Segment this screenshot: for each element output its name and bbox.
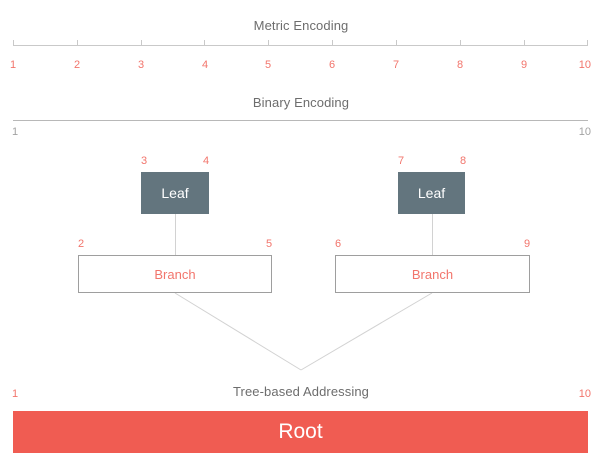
ruler-tick-5 [268,40,269,46]
connector-leaf-right-to-branch-right [432,214,433,255]
node-leaf-left-text: Leaf [161,185,189,201]
binary-label-start: 1 [12,126,19,138]
ruler-tick-10 [587,40,588,46]
metric-label-2: 2 [73,59,81,71]
binary-encoding-line [13,120,588,121]
ruler-tick-1 [13,40,14,46]
ruler-tick-9 [524,40,525,46]
metric-label-4: 4 [201,59,209,71]
leaf-right-label-start: 7 [397,155,405,167]
leaf-left-label-end: 4 [202,155,210,167]
metric-encoding-title: Metric Encoding [253,18,349,33]
metric-label-8: 8 [456,59,464,71]
binary-encoding-title: Binary Encoding [252,95,350,110]
ruler-tick-4 [204,40,205,46]
ruler-tick-2 [77,40,78,46]
root-label-start: 1 [12,388,19,400]
ruler-tick-3 [141,40,142,46]
metric-label-10: 10 [578,59,591,71]
branch-left-label-end: 5 [265,238,273,250]
node-root-text: Root [278,420,323,443]
connector-leaf-left-to-branch-left [175,214,176,255]
node-branch-right[interactable]: Branch [335,255,530,293]
tree-addressing-title: Tree-based Addressing [232,384,370,399]
leaf-left-label-start: 3 [140,155,148,167]
node-branch-left-text: Branch [154,266,196,282]
branch-right-label-start: 6 [334,238,342,250]
ruler-tick-7 [396,40,397,46]
root-label-end: 10 [578,388,591,400]
branch-right-label-end: 9 [523,238,531,250]
metric-label-5: 5 [264,59,272,71]
metric-label-9: 9 [520,59,528,71]
metric-label-1: 1 [10,59,17,71]
node-branch-left[interactable]: Branch [78,255,272,293]
ruler-tick-8 [460,40,461,46]
metric-label-6: 6 [328,59,336,71]
metric-label-3: 3 [137,59,145,71]
node-leaf-right[interactable]: Leaf [398,172,465,214]
node-branch-right-text: Branch [411,266,454,282]
ruler-tick-6 [332,40,333,46]
metric-label-7: 7 [392,59,400,71]
branch-left-label-start: 2 [77,238,85,250]
leaf-right-label-end: 8 [459,155,467,167]
node-root[interactable]: Root [13,411,588,453]
node-leaf-left[interactable]: Leaf [141,172,209,214]
metric-encoding-ruler [13,40,588,55]
node-leaf-right-text: Leaf [417,185,446,201]
binary-label-end: 10 [578,126,591,138]
